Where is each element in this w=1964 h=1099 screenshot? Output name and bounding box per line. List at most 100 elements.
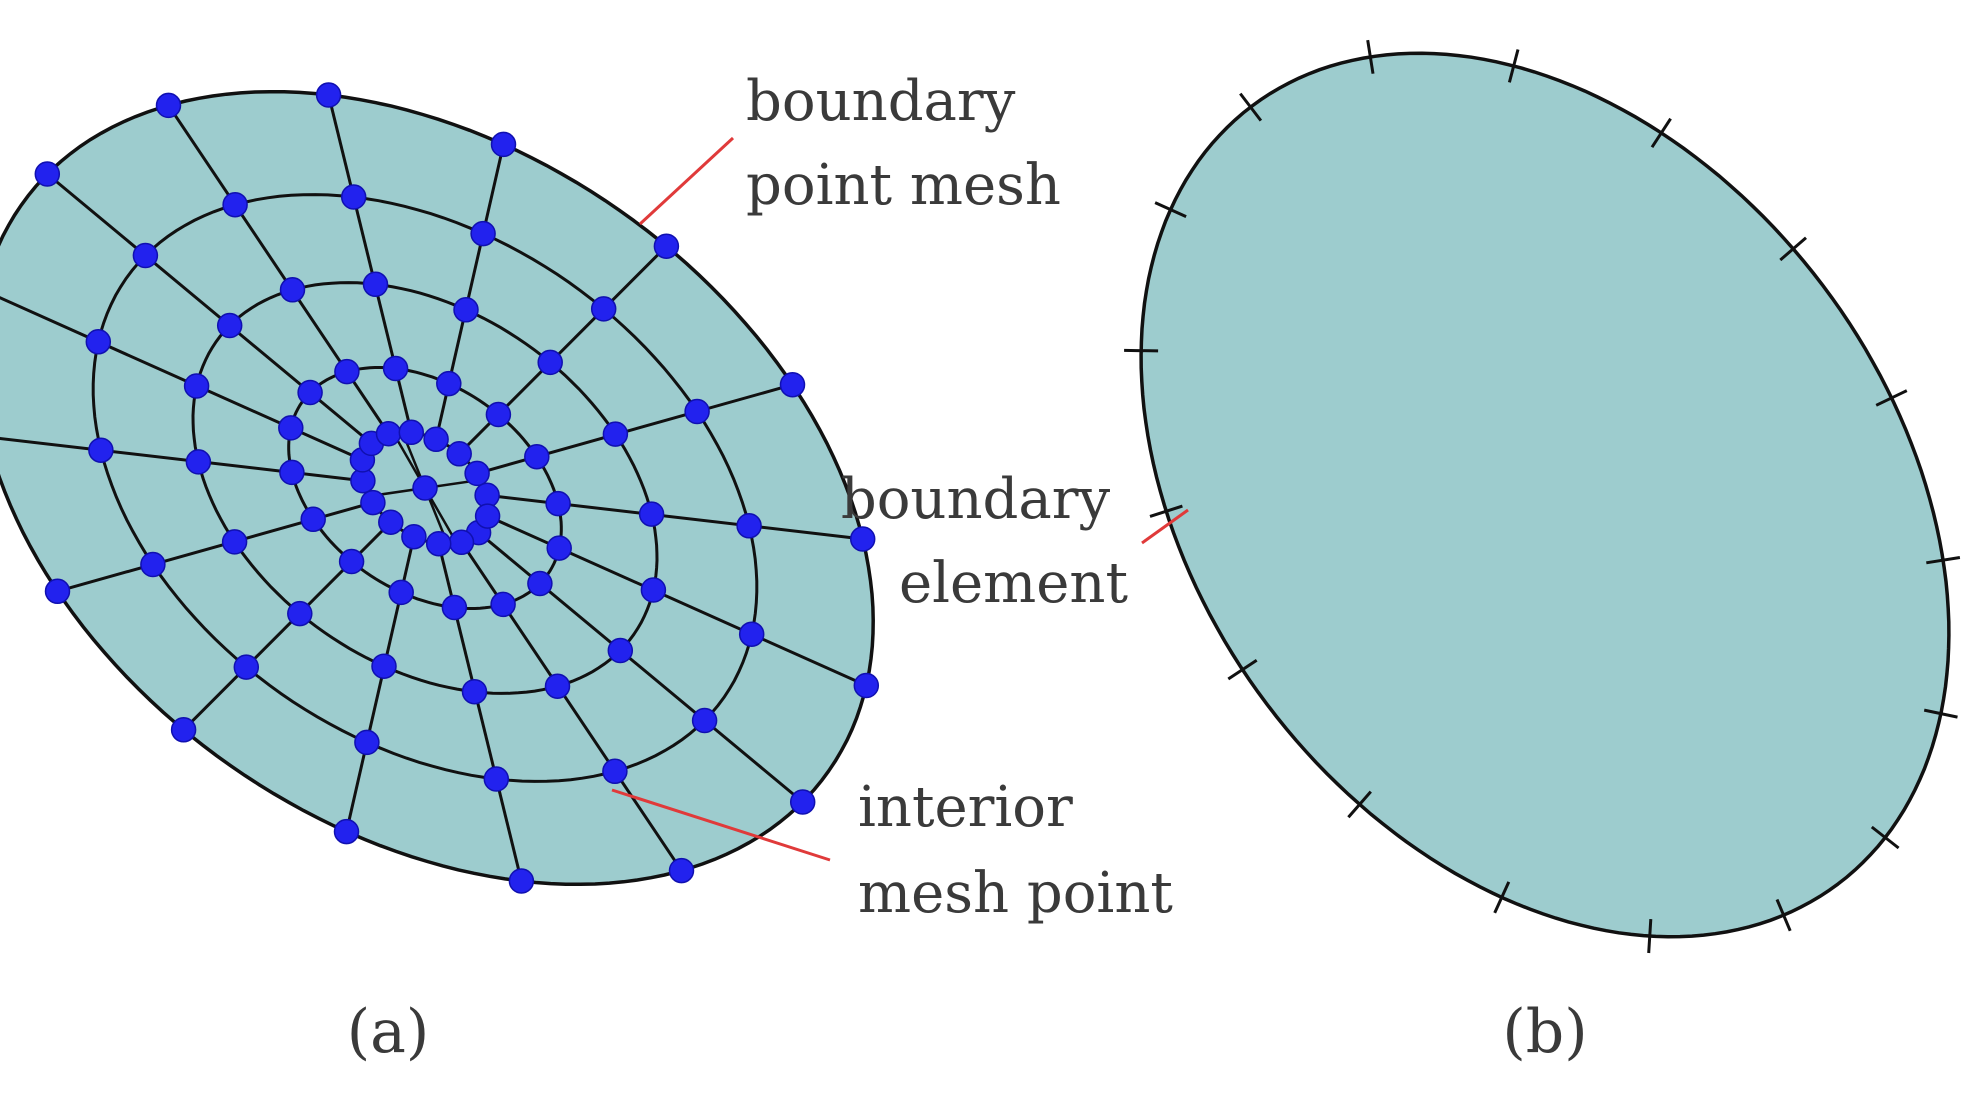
interior-mesh-point	[401, 523, 427, 550]
interior-mesh-point	[738, 621, 765, 647]
boundary-element-tick	[1779, 236, 1807, 262]
interior-mesh-point	[436, 370, 462, 397]
interior-mesh-point	[338, 548, 365, 575]
interior-mesh-point	[546, 535, 572, 561]
interior-mesh-point	[279, 459, 305, 486]
interior-mesh-point	[287, 600, 313, 627]
boundary-mesh-point	[333, 818, 360, 845]
boundary-mesh-point	[508, 868, 535, 894]
interior-mesh-point	[453, 297, 479, 323]
boundary-element-label-line-2: element	[899, 551, 1129, 616]
boundary-mesh-point	[44, 578, 71, 605]
boundary-element-tick	[1493, 881, 1511, 914]
boundary-mesh-point	[668, 857, 695, 884]
interior-mesh-point	[638, 501, 665, 527]
panel-a-caption: (a)	[347, 997, 430, 1067]
boundary-element-leader-line	[1141, 508, 1189, 545]
interior-mesh-point	[602, 421, 629, 447]
boundary-element-tick	[1366, 39, 1375, 74]
boundary-mesh-point	[490, 131, 517, 158]
interior-mesh-point	[446, 441, 472, 467]
boundary-mesh-point	[34, 161, 61, 187]
interior-mesh-point	[684, 398, 710, 425]
interior-mesh-point	[590, 296, 617, 322]
interior-mesh-point	[222, 191, 248, 218]
boundary-mesh-point	[779, 371, 806, 398]
interior-mesh-point	[485, 401, 512, 428]
boundary-element-tick	[1239, 92, 1263, 122]
interior-mesh-point	[425, 530, 452, 557]
interior-mesh-point	[448, 529, 475, 556]
interior-mesh-point	[360, 489, 386, 516]
interior-mesh-point	[545, 490, 571, 517]
interior-mesh-point	[461, 678, 488, 705]
boundary-mesh-point	[849, 526, 876, 552]
boundary-element-tick	[1149, 504, 1183, 518]
boundary-element-tick	[1875, 389, 1908, 407]
interior-mesh-point	[334, 358, 360, 385]
interior-point-label-line-1: interior	[858, 775, 1073, 840]
boundary-element-tick	[1775, 898, 1792, 932]
boundary-element-tick	[1227, 658, 1258, 681]
boundary-element-tick	[1870, 825, 1900, 850]
interior-mesh-point	[297, 379, 323, 406]
interior-mesh-point	[483, 766, 510, 792]
boundary-mesh-point	[170, 717, 197, 743]
interior-mesh-point	[388, 579, 414, 606]
interior-mesh-point	[382, 355, 409, 382]
interior-mesh-point	[490, 591, 516, 618]
boundary-mesh-point	[853, 672, 880, 699]
panel-b-boundary-domain	[1124, 39, 1961, 954]
interior-point-label: interior mesh point	[858, 775, 1173, 926]
boundary-element-label: boundary element	[841, 467, 1129, 616]
interior-mesh-point	[185, 449, 212, 475]
boundary-element-tick	[1124, 348, 1159, 353]
interior-mesh-point	[88, 437, 114, 463]
panel-b-domain-fill	[1139, 51, 1951, 939]
interior-mesh-point	[607, 637, 634, 664]
boundary-mesh-leader-line	[638, 136, 735, 226]
interior-mesh-point	[423, 426, 449, 453]
interior-mesh-point	[300, 506, 326, 533]
interior-mesh-point	[132, 242, 159, 269]
boundary-element-tick	[1923, 708, 1958, 719]
panel-b-caption: (b)	[1502, 997, 1587, 1067]
interior-mesh-point	[527, 570, 553, 597]
interior-mesh-point	[544, 673, 571, 699]
interior-mesh-point	[279, 277, 306, 303]
interior-mesh-point	[362, 271, 389, 298]
interior-mesh-point	[441, 594, 468, 621]
interior-mesh-point	[340, 184, 367, 210]
interior-mesh-point	[375, 420, 402, 447]
interior-mesh-point	[233, 654, 260, 680]
panel-a-mesh-points	[0, 82, 880, 894]
interior-mesh-point	[470, 220, 496, 247]
interior-mesh-point	[398, 419, 425, 446]
interior-mesh-point	[85, 329, 112, 355]
interior-mesh-point	[371, 653, 397, 679]
interior-mesh-point	[140, 551, 166, 578]
panel-a-meshed-domain	[0, 82, 880, 894]
interior-mesh-point	[183, 373, 210, 399]
interior-mesh-point	[691, 707, 718, 734]
boundary-element-tick	[1647, 919, 1653, 954]
interior-mesh-point	[216, 312, 243, 339]
panel-b-element-ticks	[1124, 39, 1961, 954]
interior-mesh-point	[602, 758, 628, 785]
boundary-mesh-point	[789, 789, 816, 815]
boundary-mesh-label-line-2: point mesh	[746, 153, 1061, 218]
interior-mesh-point	[412, 475, 438, 501]
interior-mesh-point	[474, 503, 501, 529]
interior-mesh-point	[736, 513, 762, 539]
boundary-mesh-point	[155, 92, 182, 119]
boundary-element-tick	[1926, 556, 1961, 565]
boundary-mesh-label: boundary point mesh	[746, 69, 1061, 218]
interior-mesh-point	[221, 529, 248, 555]
interior-mesh-point	[378, 509, 404, 535]
interior-mesh-point	[537, 349, 563, 376]
boundary-mesh-point	[653, 233, 680, 259]
panel-b-boundary	[1139, 51, 1951, 939]
boundary-element-label-line-1: boundary	[841, 467, 1111, 532]
interior-mesh-point	[640, 577, 667, 603]
